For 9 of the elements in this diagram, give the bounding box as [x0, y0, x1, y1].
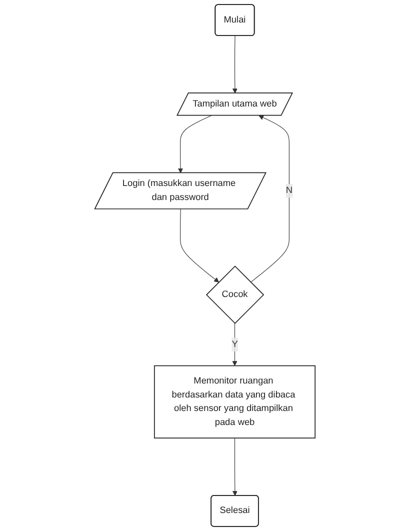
edge-label: N — [285, 186, 292, 196]
arrow — [180, 208, 219, 282]
node-box: Memonitor ruangan berdasarkan data yang dibaca oleh sensor yang ditampilkan pada web — [154, 365, 316, 438]
arrow — [250, 115, 290, 282]
edge-label: Y — [231, 339, 238, 350]
arrow — [178, 115, 212, 174]
arrow — [232, 438, 238, 496]
node-diamond: Cocok — [205, 266, 264, 324]
arrow — [232, 36, 238, 94]
